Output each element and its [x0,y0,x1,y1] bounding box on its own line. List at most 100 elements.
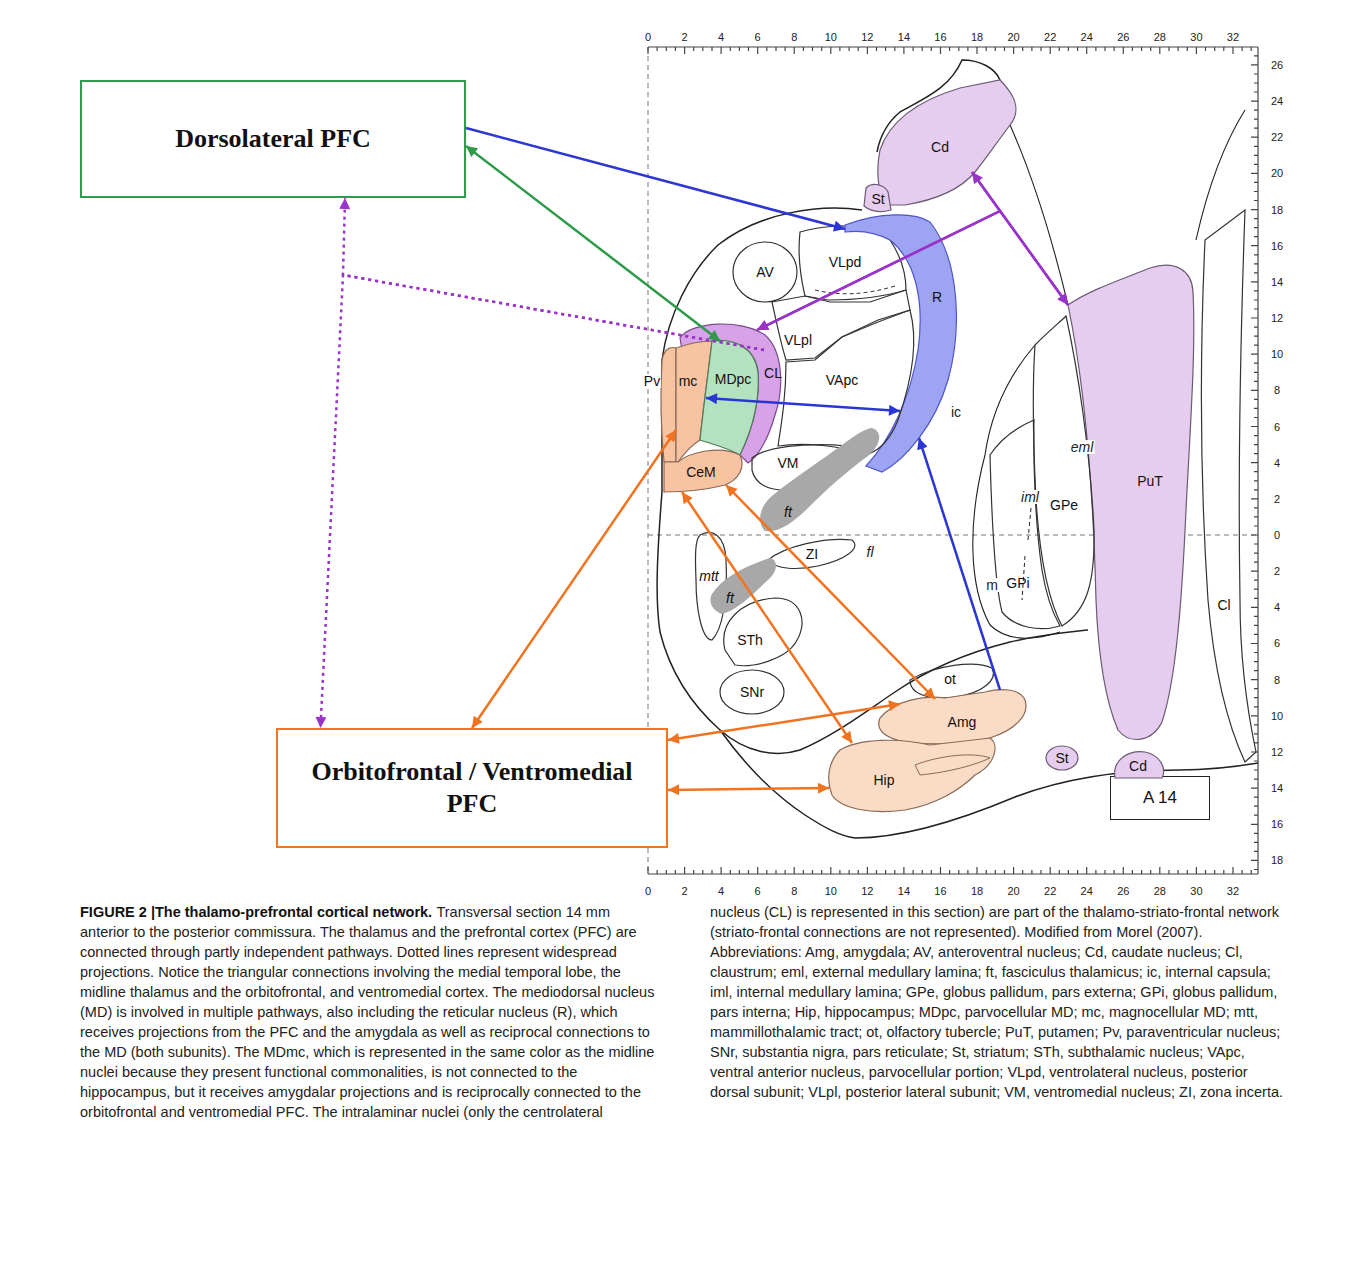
axis-number: 14 [1271,783,1283,794]
brain-region: PuT [1066,263,1196,742]
axis-ticks [648,47,1258,874]
region-label: ft [726,591,734,605]
region-label: mc [679,374,698,388]
projection-arrow [466,128,845,229]
brain-region: Cd [875,78,1018,207]
axis-number: 4 [718,886,724,897]
axis-number: 12 [1271,746,1283,757]
brain-region: VLpl [770,288,912,362]
brain-region: GPe [1031,314,1096,628]
region-shape [760,428,879,531]
region-shape [815,286,895,294]
region-shape [778,310,914,454]
projection-arrow [919,438,1000,690]
axis-number: 2 [1274,493,1280,504]
brain-region: Cd [1112,749,1165,780]
basal-contour [720,730,1258,838]
region-shape [1046,746,1078,770]
region-outline [1066,263,1196,742]
region-label: Hip [873,773,894,787]
region-label: St [1055,751,1068,765]
projection-arrow [668,704,900,740]
caption-block: FIGURE 2 |The thalamo-prefrontal cortica… [80,902,1285,1122]
axis-number: 26 [1117,886,1129,897]
brain-region: GPi [988,418,1062,631]
axis-number: 18 [971,32,983,43]
brain-region: Pv [658,345,678,464]
region-outline [826,736,997,814]
axis-number: 18 [1271,204,1283,215]
region-outline [1199,208,1258,764]
axis-number: 20 [1007,32,1019,43]
axis-number: 22 [1271,132,1283,143]
region-outline [708,556,778,616]
cortex-box: A 14 [1110,776,1210,820]
brain-region: MDpc [698,338,761,457]
brain-region: STh [721,596,804,668]
axis-number: 26 [1117,32,1129,43]
region-label: SNr [740,685,764,699]
axis-number: 14 [1271,276,1283,287]
ruler-line [648,47,1258,874]
axis-number: 30 [1190,32,1202,43]
region-shape [772,290,910,360]
capsule-line [1010,125,1068,305]
region-label: VLpd [829,255,862,269]
axis-number: 18 [971,886,983,897]
region-label: CL [764,366,782,380]
structure-label: m [985,578,999,592]
projection-arrow [726,485,935,699]
projection-arrow [972,172,1068,305]
axis-number: 16 [934,886,946,897]
region-shape [720,670,784,714]
region-shape [700,340,758,455]
region-label: VLpl [784,333,812,347]
projection-arrow [668,788,829,790]
brain-region: ft [708,556,778,616]
region-label: ft [784,505,792,519]
axis-number: 8 [1274,385,1280,396]
axis-number: 24 [1081,886,1093,897]
region-shape [990,420,1060,629]
brain-region: AV [731,240,799,304]
axis-number: 10 [1271,349,1283,360]
caption-paragraph: FIGURE 2 |The thalamo-prefrontal cortica… [80,902,1285,1122]
region-outline [658,345,678,464]
axis-number: 14 [898,886,910,897]
region-label: CeM [686,465,716,479]
brain-region: CeM [662,448,745,494]
reference-lines [648,47,1258,874]
axis-number: 22 [1044,32,1056,43]
axis-number: 2 [1274,566,1280,577]
region-label: ot [944,672,956,686]
axis-number: 16 [1271,240,1283,251]
projection-arrow [472,430,676,728]
axis-number: 12 [1271,313,1283,324]
region-shape [878,80,1016,205]
axis-number: 10 [825,32,837,43]
axis-number: 2 [681,32,687,43]
cortex-box: Dorsolateral PFC [80,80,466,198]
axis-number: 28 [1154,886,1166,897]
axis-number: 6 [1274,638,1280,649]
region-shape [661,348,676,463]
axis-number: 0 [645,886,651,897]
region-shape [1068,265,1194,739]
region-label: VApc [826,373,858,387]
region-label: Amg [948,715,977,729]
projection-arrow [320,275,764,728]
box-title: A 14 [1143,787,1177,808]
capsule-line [1196,110,1245,240]
region-label: PuT [1137,474,1163,488]
region-outline [770,288,912,362]
region-shape [1033,316,1094,626]
region-label: Pv [643,374,661,388]
region-label: Cd [931,140,949,154]
projection-arrow [757,172,1000,330]
axis-number: 6 [1274,421,1280,432]
axis-number: 8 [791,32,797,43]
figure-title: FIGURE 2 |The thalamo-prefrontal cortica… [80,904,432,920]
region-label: R [932,290,942,304]
axis-number: 8 [791,886,797,897]
